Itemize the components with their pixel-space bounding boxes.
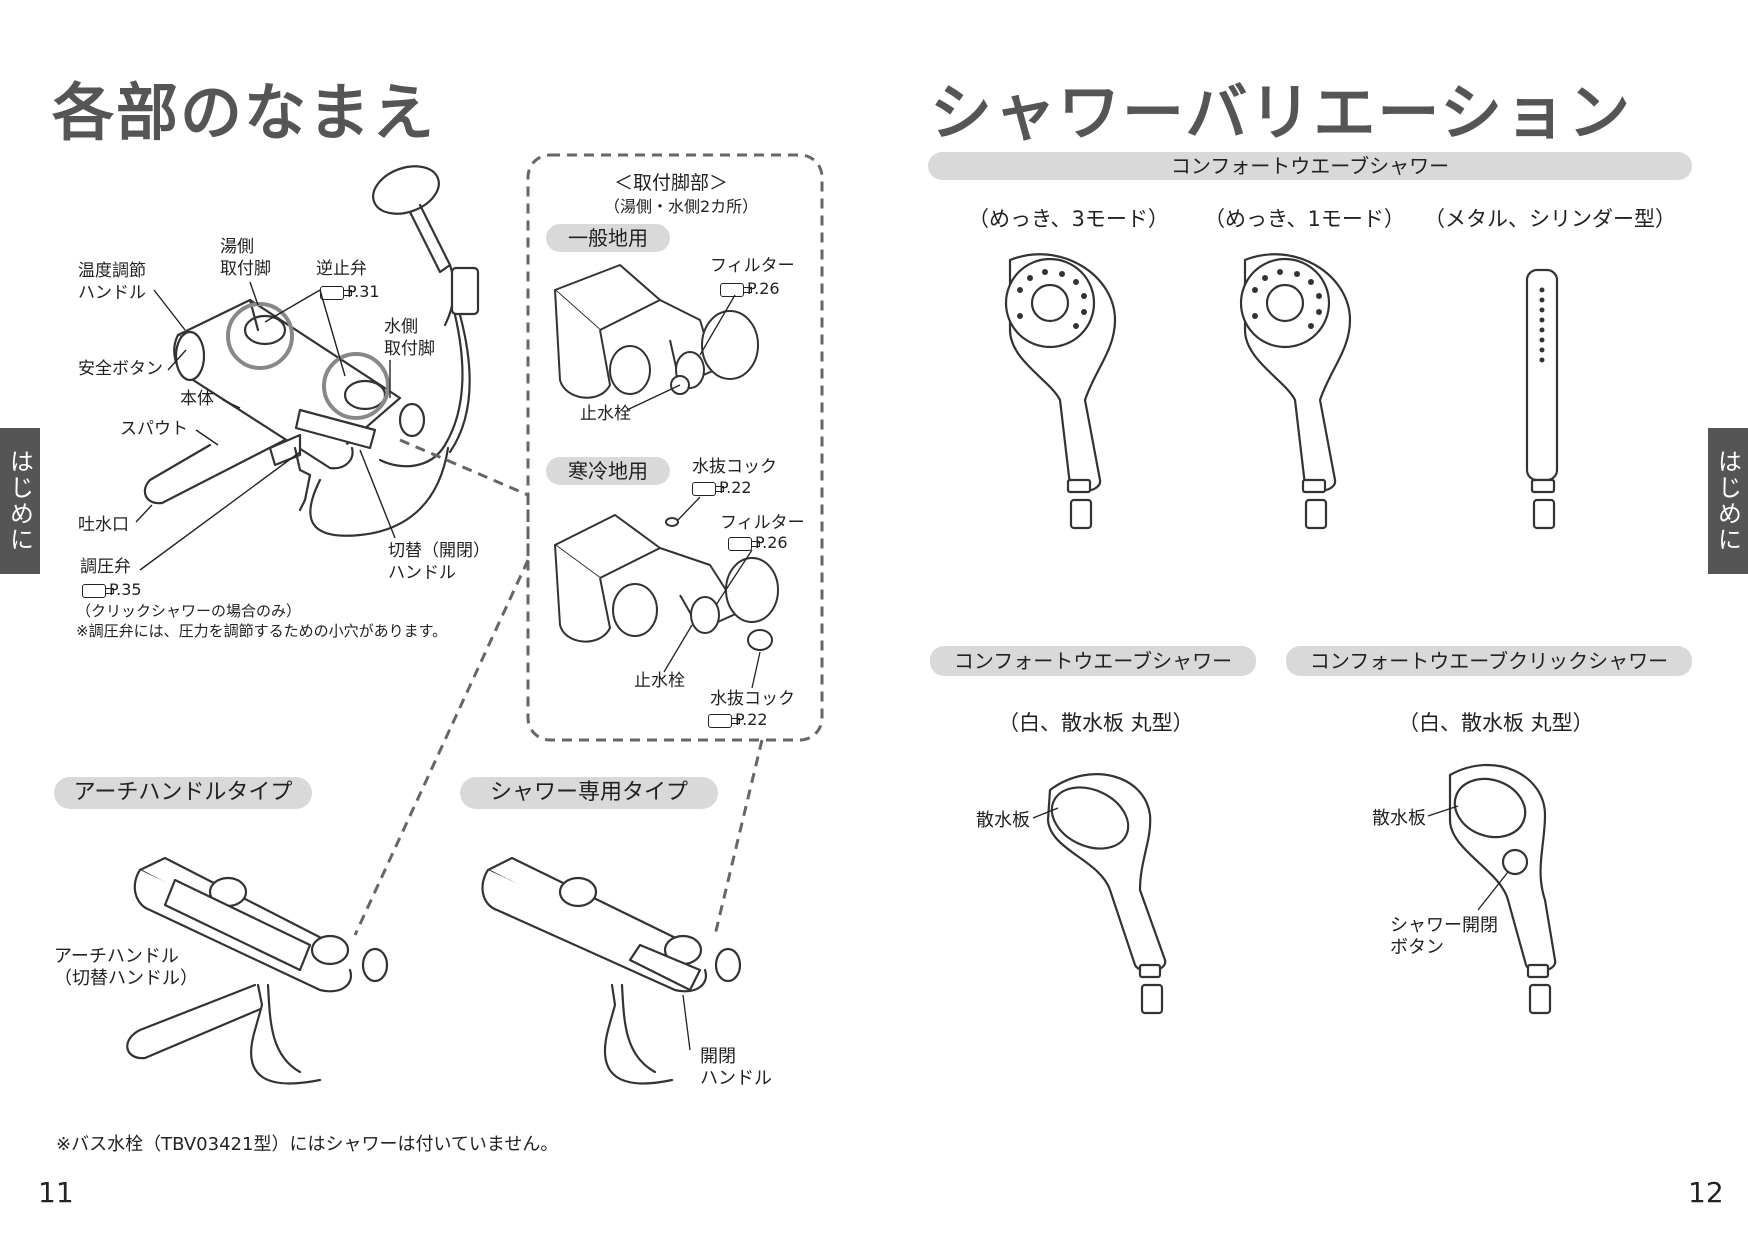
label-check-valve: 逆止弁	[316, 259, 367, 279]
side-tab-left: はじめに	[0, 428, 40, 574]
ref-check-valve: P.31	[320, 282, 380, 301]
label-stop-valve: 止水栓	[580, 404, 631, 424]
ref-filter-2: P.26	[728, 533, 788, 552]
mount-box-subtitle: （湯側・水側2カ所）	[604, 197, 759, 216]
label-arch-handle: アーチハンドル（切替ハンドル）	[54, 946, 198, 989]
label-filter: フィルター	[710, 256, 795, 276]
label-stop-valve-2: 止水栓	[634, 671, 685, 691]
label-cold-leg: 水側取付脚	[384, 317, 435, 359]
label-shower-button: シャワー開閉ボタン	[1390, 915, 1498, 958]
ref-filter: P.26	[720, 279, 780, 298]
pointing-hand-icon	[708, 713, 740, 728]
label-open-close-handle: 開閉ハンドル	[700, 1046, 772, 1089]
page-title-right: シャワーバリエーション	[930, 76, 1633, 149]
side-tab-right: はじめに	[1708, 428, 1748, 574]
variant-label-b: （白、散水板 丸型）	[1398, 711, 1594, 735]
footnote: ※バス水栓（TBV03421型）にはシャワーは付いていません。	[56, 1134, 559, 1155]
pointing-hand-icon	[728, 536, 760, 551]
variant-label-3: （メタル、シリンダー型）	[1424, 207, 1676, 231]
label-hot-leg: 湯側取付脚	[220, 237, 271, 279]
pointing-hand-icon	[692, 481, 724, 496]
mount-box-title: ＜取付脚部＞	[614, 172, 729, 194]
variant-label-2: （めっき、1モード）	[1204, 207, 1405, 231]
pressure-note-2: ※調圧弁には、圧力を調節するための小穴があります。	[76, 622, 448, 640]
pointing-hand-icon	[320, 285, 352, 300]
label-filter-2: フィルター	[720, 513, 805, 533]
pointing-hand-icon	[82, 583, 114, 598]
label-pressure-valve: 調圧弁	[80, 557, 131, 577]
tag-cold: 寒冷地用	[546, 457, 670, 485]
tag-general: 一般地用	[546, 224, 670, 252]
page-number-left: 11	[38, 1176, 74, 1209]
label-spray-plate-a: 散水板	[976, 810, 1030, 831]
band-top: コンフォートウエーブシャワー	[928, 152, 1692, 180]
tag-arch-handle-type: アーチハンドルタイプ	[54, 777, 312, 809]
label-safety-button: 安全ボタン	[78, 359, 163, 379]
variant-label-a: （白、散水板 丸型）	[998, 711, 1194, 735]
band-a: コンフォートウエーブシャワー	[930, 646, 1256, 676]
ref-drain-cock: P.22	[692, 478, 752, 497]
label-outlet: 吐水口	[78, 515, 129, 535]
ref-drain-cock-2: P.22	[708, 710, 768, 729]
label-body: 本体	[180, 389, 214, 409]
label-spray-plate-b: 散水板	[1372, 808, 1426, 829]
pressure-note-1: （クリックシャワーの場合のみ）	[76, 602, 302, 620]
page-number-right: 12	[1688, 1176, 1724, 1209]
label-drain-cock-2: 水抜コック	[710, 689, 795, 709]
band-b: コンフォートウエーブクリックシャワー	[1286, 646, 1692, 676]
variant-label-1: （めっき、3モード）	[968, 207, 1169, 231]
ref-pressure-valve: P.35	[82, 580, 142, 599]
label-switch-handle: 切替（開閉）ハンドル	[388, 541, 490, 583]
label-drain-cock: 水抜コック	[692, 457, 777, 477]
label-spout: スパウト	[120, 419, 188, 439]
pointing-hand-icon	[720, 282, 752, 297]
label-temp-handle: 温度調節ハンドル	[78, 261, 146, 303]
page-title-left: 各部のなまえ	[52, 76, 437, 149]
tag-shower-only-type: シャワー専用タイプ	[460, 777, 718, 809]
